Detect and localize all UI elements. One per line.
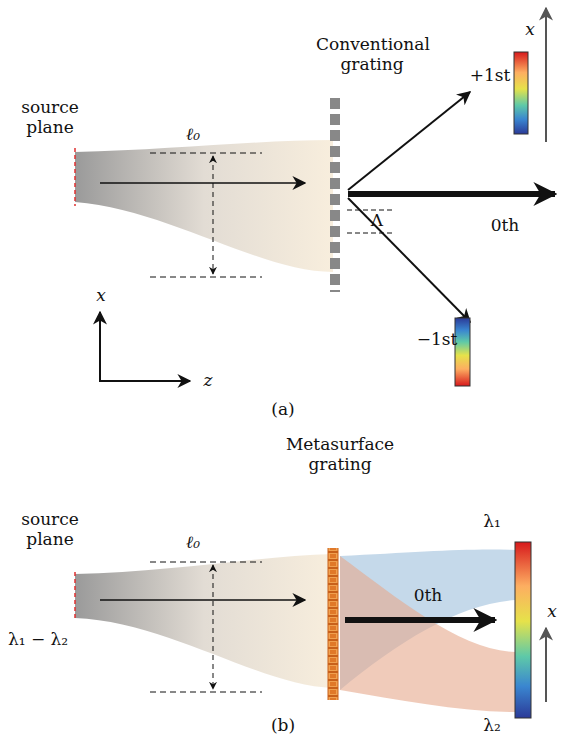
order-label: 0th [491, 216, 520, 236]
panel-label: (b) [271, 716, 295, 736]
order-label: 0th [414, 586, 443, 606]
axis-label: z [204, 371, 213, 391]
order-label: +1st [470, 66, 511, 86]
grating-title: Metasurface grating [279, 435, 401, 474]
width-label: ℓ₀ [186, 533, 200, 553]
wavelength-label: λ₂ [483, 716, 501, 736]
order-label: −1st [417, 330, 458, 350]
source-plane-label: source plane [15, 98, 85, 137]
period-label: Λ [371, 211, 383, 231]
axis-label: x [547, 602, 557, 622]
panel-label: (a) [271, 400, 294, 420]
width-label: ℓ₀ [186, 125, 200, 145]
grating-title: Conventional grating [316, 35, 428, 74]
source-plane-label: source plane [15, 510, 85, 549]
axis-label: x [96, 286, 106, 306]
wavelength-label: λ₁ − λ₂ [8, 630, 68, 650]
wavelength-label: λ₁ [483, 512, 501, 532]
axis-label: x [525, 20, 535, 40]
